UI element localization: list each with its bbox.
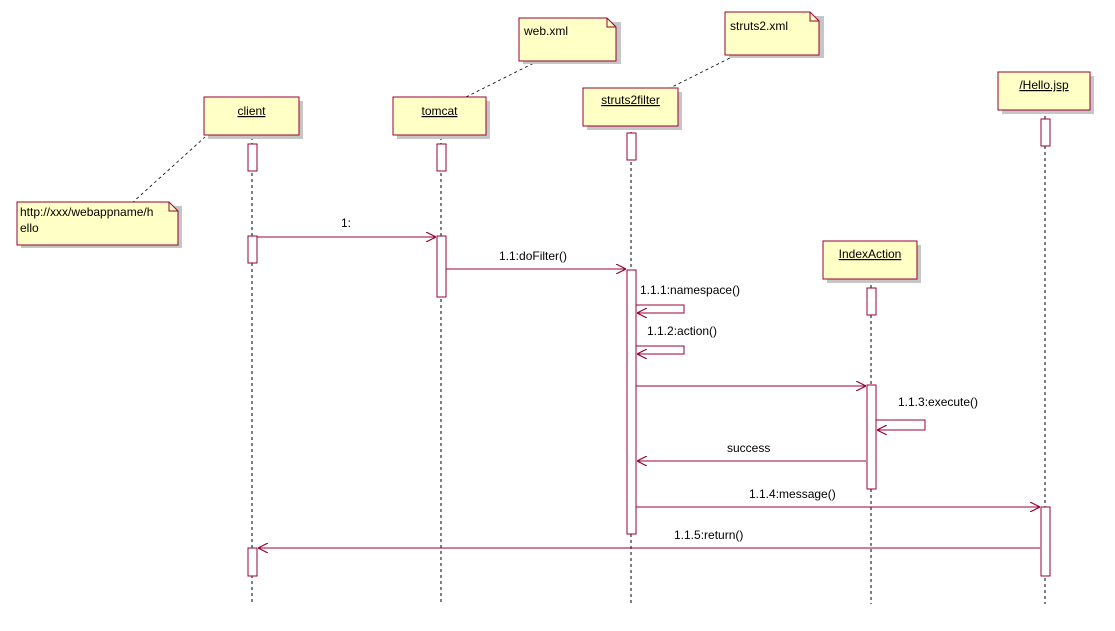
message-1-1-3[interactable]: 1.1.3:execute() bbox=[876, 395, 978, 430]
note-webxml-text: web.xml bbox=[523, 24, 568, 38]
message-1-1-4[interactable]: 1.1.4:message() bbox=[636, 487, 1040, 507]
message-1-1-2[interactable]: 1.1.2:action() bbox=[636, 324, 717, 354]
lifeline-hellojsp[interactable]: /Hello.jsp bbox=[997, 71, 1094, 604]
lifeline-tomcat-name: tomcat bbox=[421, 104, 458, 118]
message-success[interactable]: success bbox=[637, 441, 866, 461]
note-webxml-connector bbox=[465, 59, 541, 98]
lifeline-hellojsp-box bbox=[997, 71, 1091, 111]
activation-tomcat-1 bbox=[436, 143, 447, 172]
message-1-1-label: 1.1:doFilter() bbox=[499, 249, 567, 263]
note-struts2xml-connector bbox=[667, 54, 737, 90]
message-1-label: 1: bbox=[341, 216, 351, 230]
lifeline-client-name: client bbox=[237, 104, 266, 118]
lifeline-indexaction-box bbox=[822, 240, 918, 280]
lifeline-tomcat[interactable]: tomcat bbox=[392, 96, 490, 604]
activation-client-3 bbox=[247, 547, 258, 577]
lifeline-indexaction-name: IndexAction bbox=[839, 247, 902, 261]
note-webxml[interactable]: web.xml bbox=[465, 17, 621, 98]
message-success-label: success bbox=[727, 441, 770, 455]
activation-indexaction-2 bbox=[866, 384, 877, 490]
message-1[interactable]: 1: bbox=[257, 216, 436, 237]
activation-hellojsp-2 bbox=[1040, 506, 1051, 577]
message-1-1-1[interactable]: 1.1.1:namespace() bbox=[636, 283, 740, 313]
activation-struts2filter-1 bbox=[626, 132, 637, 161]
note-struts2xml-text: struts2.xml bbox=[730, 19, 788, 33]
note-url-line-1: http://xxx/webappname/h bbox=[20, 205, 153, 219]
message-1-1-4-label: 1.1.4:message() bbox=[749, 487, 836, 501]
message-1-1-2-arrow bbox=[636, 345, 685, 354]
message-1-1[interactable]: 1.1:doFilter() bbox=[446, 249, 626, 269]
message-1-1-5-label: 1.1.5:return() bbox=[674, 528, 743, 542]
note-url-connector bbox=[131, 136, 206, 204]
lifeline-struts2filter[interactable]: struts2filter bbox=[582, 87, 682, 604]
lifeline-tomcat-box bbox=[392, 96, 487, 136]
message-1-1-2-label: 1.1.2:action() bbox=[647, 324, 717, 338]
activation-indexaction-1 bbox=[866, 287, 877, 316]
note-url[interactable]: http://xxx/webappname/h ello bbox=[16, 136, 206, 248]
note-struts2xml-box bbox=[724, 11, 820, 56]
note-url-box bbox=[16, 201, 179, 246]
message-1-1-3-label: 1.1.3:execute() bbox=[898, 395, 978, 409]
activation-client-1 bbox=[247, 143, 258, 172]
message-1-1-3-arrow bbox=[876, 419, 926, 430]
lifeline-hellojsp-name: /Hello.jsp bbox=[1019, 78, 1069, 92]
lifeline-indexaction[interactable]: IndexAction bbox=[822, 240, 921, 604]
lifeline-client[interactable]: client bbox=[203, 96, 303, 604]
lifeline-struts2filter-name: struts2filter bbox=[601, 93, 660, 107]
activation-struts2filter-2 bbox=[626, 269, 637, 535]
activation-client-2 bbox=[247, 235, 258, 264]
lifeline-client-box bbox=[203, 96, 300, 136]
activation-hellojsp-1 bbox=[1040, 118, 1051, 147]
note-webxml-box bbox=[518, 17, 617, 62]
note-url-line-2: ello bbox=[20, 221, 39, 235]
activation-tomcat-2 bbox=[436, 235, 447, 298]
message-1-1-5[interactable]: 1.1.5:return() bbox=[258, 528, 1040, 548]
lifeline-struts2filter-box bbox=[582, 87, 679, 127]
note-struts2xml[interactable]: struts2.xml bbox=[667, 11, 824, 90]
message-1-1-1-arrow bbox=[636, 304, 685, 313]
message-1-1-1-label: 1.1.1:namespace() bbox=[640, 283, 740, 297]
